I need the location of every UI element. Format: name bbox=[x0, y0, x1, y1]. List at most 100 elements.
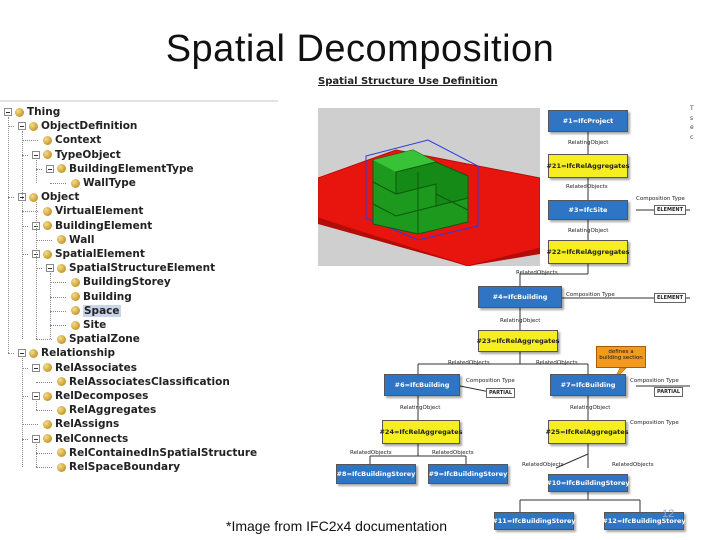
class-bullet-icon bbox=[15, 107, 24, 117]
node-storey-11: #11=IfcBuildingStorey bbox=[492, 512, 576, 530]
collapse-toggle-icon[interactable] bbox=[32, 150, 40, 159]
tree-connector bbox=[50, 325, 66, 326]
tree-connector bbox=[36, 401, 37, 411]
tree-item-spatial-zone[interactable]: SpatialZone bbox=[57, 332, 140, 346]
node-storey-8: #8=IfcBuildingStorey bbox=[336, 464, 416, 484]
tree-connector bbox=[36, 268, 42, 270]
tree-item-rel-decomposes[interactable]: RelDecomposes bbox=[32, 389, 148, 403]
class-bullet-icon bbox=[43, 150, 52, 160]
collapse-toggle-icon[interactable] bbox=[18, 122, 26, 131]
tree-connector bbox=[22, 225, 28, 227]
tree-connector bbox=[8, 126, 14, 128]
tree-item-rel-associates-classification[interactable]: RelAssociatesClassification bbox=[57, 375, 230, 389]
tree-connector bbox=[36, 452, 52, 454]
tree-item-label: SpatialStructureElement bbox=[69, 262, 216, 275]
tree-connector bbox=[22, 254, 28, 255]
label-relating-object-5: RelatingObject bbox=[570, 405, 611, 411]
label-related-objects-2: RelatedObjects bbox=[516, 270, 558, 276]
collapse-toggle-icon[interactable] bbox=[46, 164, 54, 173]
building-render bbox=[318, 108, 540, 266]
tree-item-building[interactable]: Building bbox=[71, 290, 132, 304]
class-bullet-icon bbox=[71, 277, 80, 287]
tree-item-spatial-structure-element[interactable]: SpatialStructureElement bbox=[46, 261, 215, 275]
tag-element-2: ELEMENT bbox=[654, 293, 687, 303]
class-bullet-icon bbox=[43, 221, 52, 231]
tree-item-site[interactable]: Site bbox=[71, 318, 106, 332]
tree-connector bbox=[36, 410, 52, 412]
tree-connector bbox=[22, 211, 38, 213]
class-bullet-icon bbox=[43, 249, 52, 259]
tree-item-label: WallType bbox=[83, 177, 136, 189]
class-bullet-icon bbox=[43, 419, 52, 429]
node-site: #3=IfcSite bbox=[548, 200, 628, 220]
tag-element-1: ELEMENT bbox=[654, 205, 687, 215]
collapse-toggle-icon[interactable] bbox=[18, 349, 26, 358]
tree-item-rel-assigns[interactable]: RelAssigns bbox=[43, 417, 119, 431]
node-storey-9: #9=IfcBuildingStorey bbox=[428, 464, 508, 484]
tree-item-rel-associates[interactable]: RelAssociates bbox=[32, 361, 137, 375]
class-bullet-icon bbox=[43, 434, 52, 444]
collapse-toggle-icon[interactable] bbox=[4, 108, 12, 116]
collapse-toggle-icon[interactable] bbox=[32, 392, 40, 400]
callout-building-section: defines a building section bbox=[596, 346, 646, 368]
collapse-toggle-icon[interactable] bbox=[46, 264, 54, 273]
label-composition-type-2: Composition Type bbox=[566, 292, 615, 298]
tree-item-space[interactable]: Space bbox=[71, 304, 121, 318]
tag-partial-1: PARTIAL bbox=[486, 388, 516, 398]
tree-item-label: BuildingElement bbox=[55, 219, 153, 232]
tree-connector bbox=[22, 358, 23, 467]
class-bullet-icon bbox=[71, 306, 80, 316]
class-bullet-icon bbox=[57, 448, 66, 458]
class-bullet-icon bbox=[43, 391, 52, 401]
tree-item-context[interactable]: Context bbox=[43, 133, 101, 147]
tag-partial-2: PARTIAL bbox=[654, 387, 684, 397]
tree-connector bbox=[22, 367, 28, 369]
tree-item-virtual-element[interactable]: VirtualElement bbox=[43, 204, 143, 218]
tree-connector bbox=[36, 239, 52, 241]
tree-connector bbox=[36, 467, 52, 468]
tree-connector bbox=[50, 282, 66, 284]
tree-item-rel-connects[interactable]: RelConnects bbox=[32, 432, 128, 446]
tree-item-rel-contained-in-spatial-structure[interactable]: RelContainedInSpatialStructure bbox=[57, 446, 257, 460]
tree-connector bbox=[36, 202, 37, 340]
node-building-7: #7=IfcBuilding bbox=[550, 374, 626, 396]
class-bullet-icon bbox=[43, 135, 52, 145]
label-related-objects-4: RelatedObjects bbox=[536, 360, 578, 366]
collapse-toggle-icon[interactable] bbox=[32, 434, 40, 443]
tree-item-label: Space bbox=[83, 304, 121, 317]
tree-item-building-element-type[interactable]: BuildingElementType bbox=[46, 162, 194, 176]
label-relating-object-1: RelatingObject bbox=[568, 140, 609, 146]
tree-item-type-object[interactable]: TypeObject bbox=[32, 148, 121, 162]
node-building-4: #4=IfcBuilding bbox=[478, 286, 562, 308]
label-relating-object-3: RelatingObject bbox=[500, 318, 541, 324]
tree-item-label: Building bbox=[83, 290, 132, 303]
tree-item-rel-space-boundary[interactable]: RelSpaceBoundary bbox=[57, 460, 180, 474]
tree-item-label: BuildingElementType bbox=[69, 162, 194, 175]
label-relating-object-2: RelatingObject bbox=[568, 228, 609, 234]
class-bullet-icon bbox=[29, 192, 38, 202]
node-rel-aggregates-23: #23=IfcRelAggregates bbox=[476, 330, 560, 352]
tree-connector bbox=[22, 438, 28, 440]
label-composition-type-1: Composition Type bbox=[636, 196, 685, 202]
tree-connector bbox=[22, 131, 23, 340]
tree-item-rel-aggregates[interactable]: RelAggregates bbox=[57, 403, 156, 417]
tree-item-label: TypeObject bbox=[55, 148, 121, 161]
collapse-toggle-icon[interactable] bbox=[32, 363, 40, 372]
tree-item-label: RelContainedInSpatialStructure bbox=[69, 446, 258, 459]
label-composition-type-5: Composition Type bbox=[630, 420, 679, 426]
tree-item-thing[interactable]: Thing bbox=[4, 105, 60, 119]
class-bullet-icon bbox=[57, 164, 66, 174]
tree-item-label: RelAggregates bbox=[69, 404, 157, 417]
tree-item-label: ObjectDefinition bbox=[41, 120, 138, 133]
tree-item-label: Relationship bbox=[41, 347, 116, 360]
tree-item-relationship[interactable]: Relationship bbox=[18, 346, 115, 360]
tree-item-label: RelAssociates bbox=[55, 361, 137, 374]
tree-item-building-storey[interactable]: BuildingStorey bbox=[71, 275, 171, 289]
tree-connector bbox=[36, 159, 37, 183]
tree-item-wall-type[interactable]: WallType bbox=[71, 176, 136, 190]
tree-item-object-definition[interactable]: ObjectDefinition bbox=[18, 119, 137, 133]
tree-item-wall[interactable]: Wall bbox=[57, 233, 95, 247]
label-related-objects-1: RelatedObjects bbox=[566, 184, 608, 190]
